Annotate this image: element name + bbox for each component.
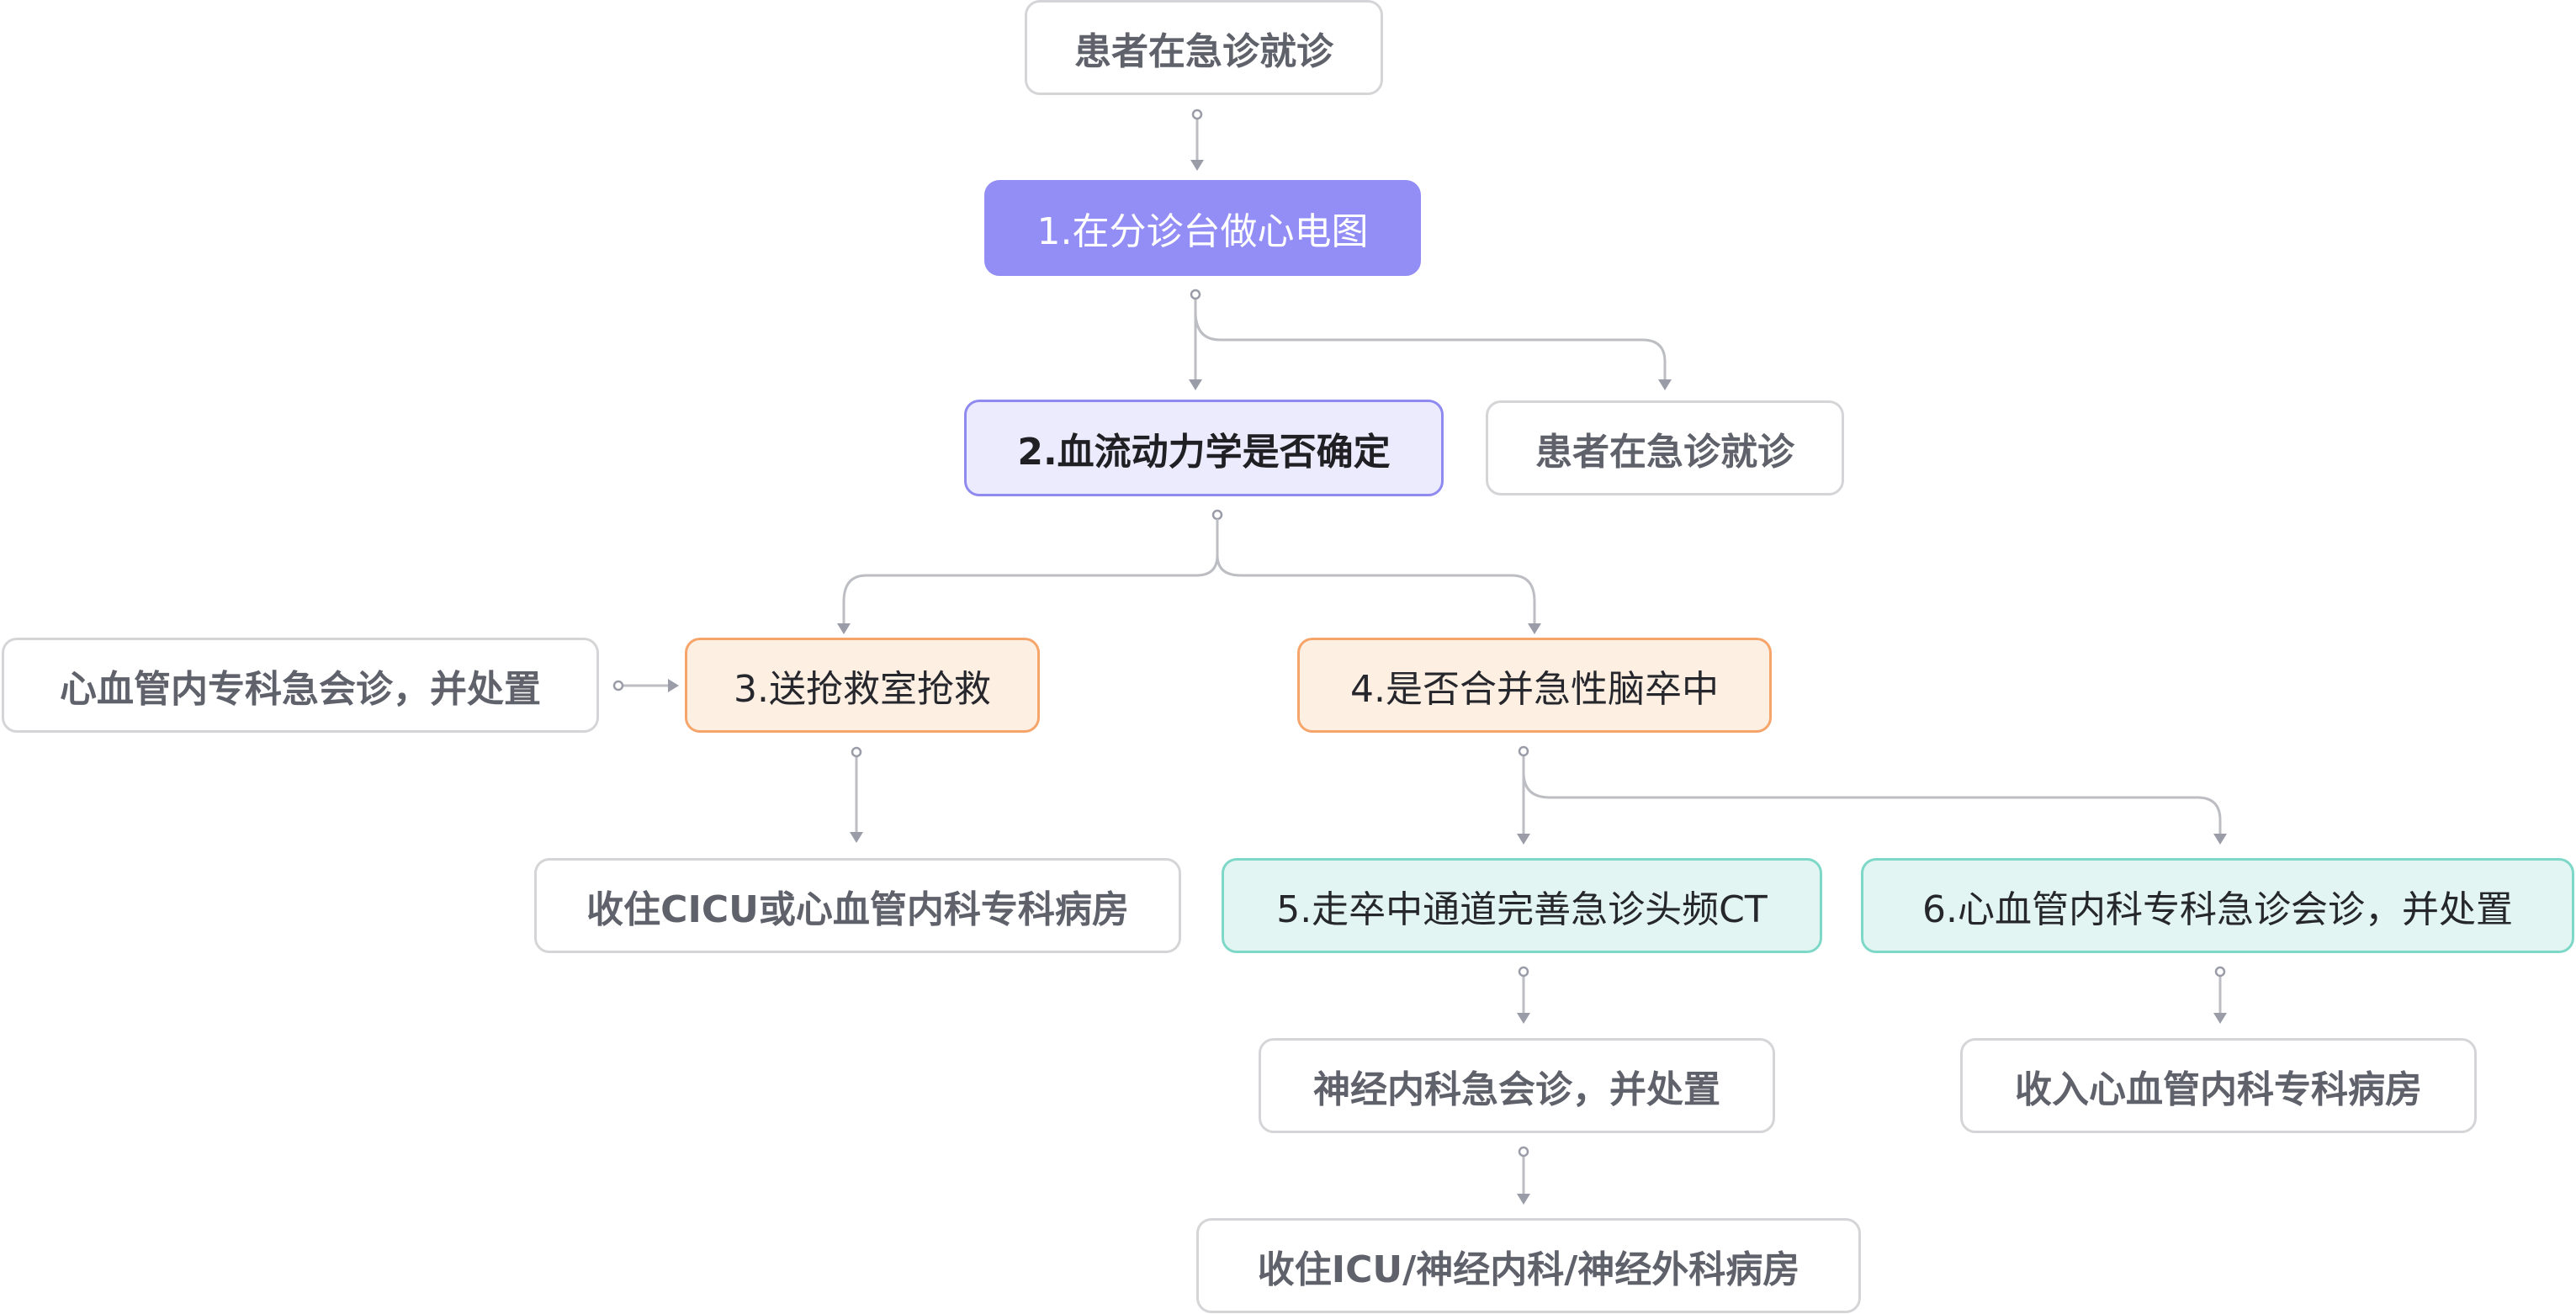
node-step2-label: 2.血流动力学是否确定: [1017, 430, 1391, 474]
edge-step2-step4: [1216, 554, 1541, 634]
node-step5-label: 5.走卒中通道完善急诊头频CT: [1276, 887, 1768, 931]
node-side-start-label: 患者在急诊就诊: [1535, 430, 1794, 474]
node-cardio-ward[interactable]: 收入心血管内科专科病房: [1960, 1038, 2477, 1133]
edge-step2-step3: [837, 509, 1223, 634]
edge-step4-step6: [1522, 771, 2227, 845]
node-step4-label: 4.是否合并急性脑卒中: [1350, 667, 1719, 711]
node-cardio-consult-label: 心血管内专科急会诊，并处置: [60, 667, 541, 711]
node-step1[interactable]: 1.在分诊台做心电图: [984, 180, 1421, 276]
edge-neuro-icu: [1517, 1146, 1530, 1205]
node-cardio-consult[interactable]: 心血管内专科急会诊，并处置: [2, 638, 599, 733]
node-icu-neuro-label: 收住ICU/神经内科/神经外科病房: [1257, 1248, 1800, 1291]
node-step5[interactable]: 5.走卒中通道完善急诊头频CT: [1222, 858, 1822, 953]
edge-cardio-consult-step3: [612, 679, 679, 692]
edge-step5-neuro: [1517, 966, 1530, 1024]
node-start[interactable]: 患者在急诊就诊: [1025, 0, 1383, 95]
node-step3[interactable]: 3.送抢救室抢救: [685, 638, 1040, 733]
node-side-start[interactable]: 患者在急诊就诊: [1486, 400, 1844, 495]
node-step6-label: 6.心血管内科专科急诊会诊，并处置: [1922, 887, 2513, 931]
node-cicu[interactable]: 收住CICU或心血管内科专科病房: [534, 858, 1181, 953]
node-step2[interactable]: 2.血流动力学是否确定: [964, 400, 1444, 496]
node-icu-neuro[interactable]: 收住ICU/神经内科/神经外科病房: [1196, 1218, 1861, 1313]
node-step6[interactable]: 6.心血管内科专科急诊会诊，并处置: [1861, 858, 2574, 953]
node-cardio-ward-label: 收入心血管内科专科病房: [2015, 1068, 2422, 1111]
edge-step1-side-start: [1194, 310, 1672, 390]
edge-step1-step2: [1189, 289, 1202, 390]
edge-step3-cicu: [850, 746, 863, 843]
node-step3-label: 3.送抢救室抢救: [734, 667, 991, 711]
node-neuro-consult-label: 神经内科急会诊，并处置: [1313, 1068, 1720, 1111]
node-start-label: 患者在急诊就诊: [1074, 29, 1333, 73]
edge-start-step1: [1190, 109, 1204, 171]
edge-step6-ward: [2213, 966, 2227, 1024]
node-neuro-consult[interactable]: 神经内科急会诊，并处置: [1259, 1038, 1775, 1133]
node-step4[interactable]: 4.是否合并急性脑卒中: [1297, 638, 1772, 733]
node-step1-label: 1.在分诊台做心电图: [1036, 210, 1369, 253]
edge-step4-step5: [1517, 745, 1530, 845]
node-cicu-label: 收住CICU或心血管内科专科病房: [586, 887, 1129, 931]
